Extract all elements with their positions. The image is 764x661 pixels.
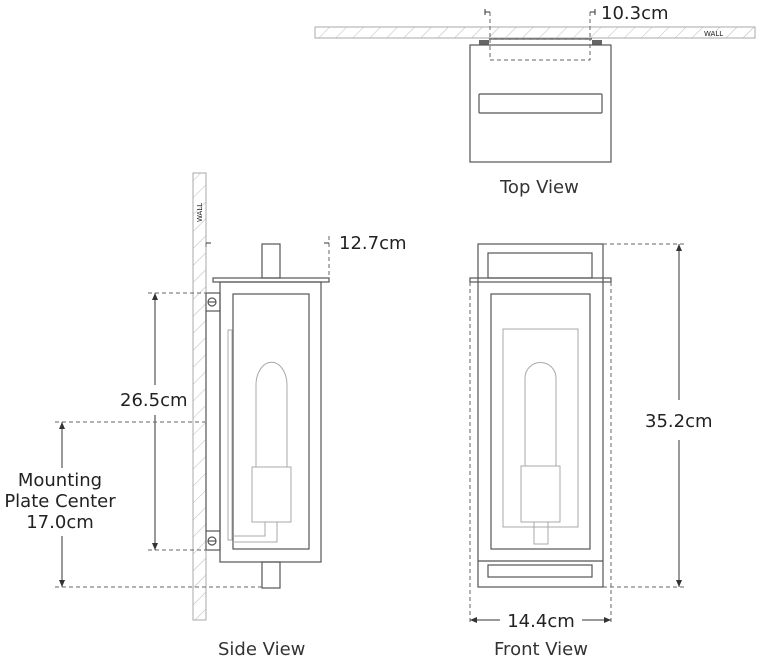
side-view-title: Side View [218,639,305,660]
backplate [205,292,221,551]
top-view-title: Top View [499,177,579,198]
side-view: WALL 12.7cm 26.5cm Mounting Plate Center… [4,172,407,660]
extension-dimension: 12.7cm [339,233,407,254]
width-dimension: 14.4cm [507,611,575,632]
plate-height-dimension: 26.5cm [120,390,188,411]
mounting-label-line2: Plate Center [4,491,116,512]
front-view: 35.2cm 14.4cm Front View [469,243,713,660]
top-body [469,44,612,163]
wall-label: WALL [704,30,723,38]
bulb [255,361,288,467]
glass-panel [502,328,579,528]
front-view-title: Front View [494,639,588,660]
wall-hatch [192,172,207,621]
mounting-label-line1: Mounting [18,470,102,491]
wall-label: WALL [196,203,204,222]
front-body [477,243,604,588]
top-width-dimension: 10.3cm [601,3,669,24]
top-view: WALL 10.3cm Top View [314,3,756,198]
top-slot [478,93,603,114]
socket [251,466,292,523]
side-body [219,281,322,563]
socket [520,465,561,523]
wall-hatch [314,26,756,39]
mounting-center-dimension: 17.0cm [26,512,94,533]
bulb [524,362,557,466]
height-dimension: 35.2cm [645,411,713,432]
